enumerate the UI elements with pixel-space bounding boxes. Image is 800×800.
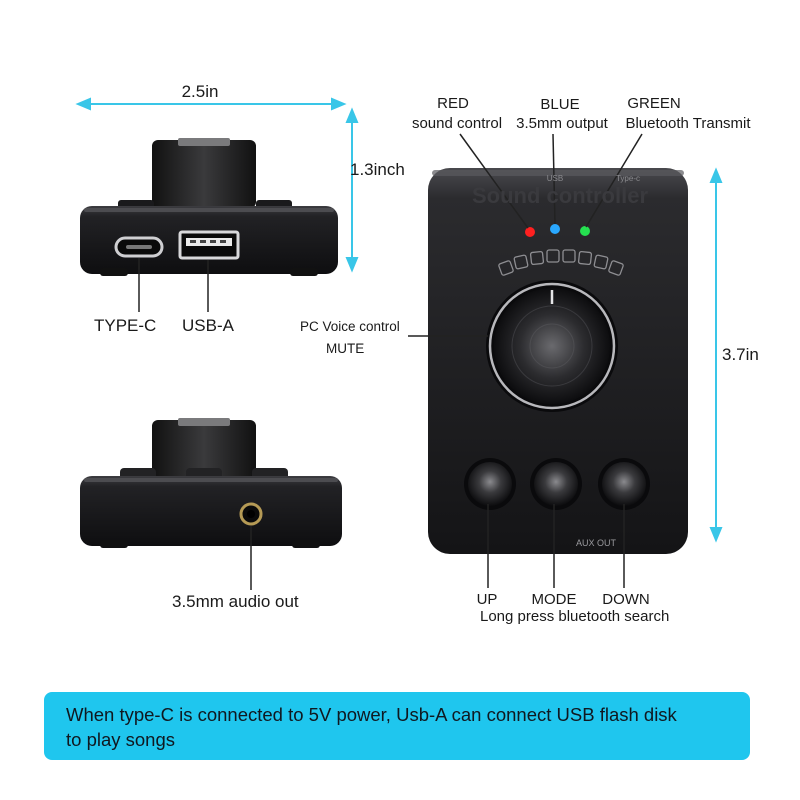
audio-out-label: 3.5mm audio out [172,592,299,611]
width-label: 2.5in [181,82,219,101]
height-dimension-line-large [709,167,723,543]
hardware-buttons [464,458,650,510]
device-brand-text: Sound controller [472,183,648,208]
led-green [580,226,590,236]
led-green-title: GREEN [627,95,681,112]
led-blue-desc: 3.5mm output [516,115,608,132]
button-up-label: UP [476,591,498,608]
button-mode-label: MODE [531,591,577,608]
button-mode-note: Long press bluetooth search [480,608,670,625]
typec-label: TYPE-C [94,316,157,335]
led-blue-title: BLUE [540,96,580,113]
knob-label-mute: MUTE [326,341,365,356]
device-usb-mark: USB [546,174,564,183]
led-blue [550,224,560,234]
device-typec-mark: Type-c [615,174,640,183]
height-dimension-line-small [345,107,359,273]
info-banner-text: When type-C is connected to 5V power, Us… [66,704,677,750]
info-banner: When type-C is connected to 5V power, Us… [44,692,750,760]
led-red-desc: sound control [411,115,503,132]
side-view-audio [80,418,342,548]
height-label-small: 1.3inch [350,160,405,179]
front-view-device [428,168,688,554]
led-red [525,227,535,237]
led-green-desc: Bluetooth Transmit [625,115,751,132]
device-aux-mark: AUX OUT [575,538,616,548]
height-label-large: 3.7in [722,345,759,364]
usba-label: USB-A [182,316,234,335]
led-red-title: RED [437,95,469,112]
width-dimension-line [75,97,347,111]
knob-label-voice: PC Voice control [300,319,400,334]
button-down-label: DOWN [602,591,650,608]
side-view-ports [80,138,338,276]
